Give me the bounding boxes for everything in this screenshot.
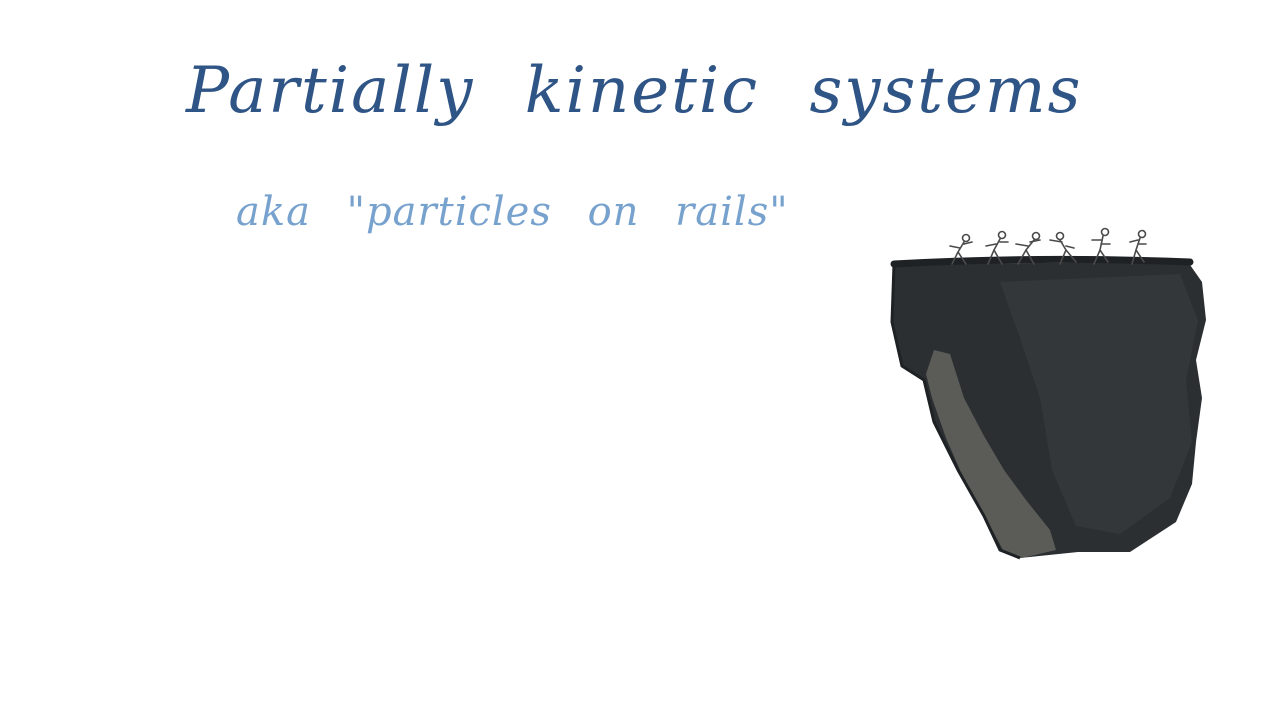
- cliff-shadow-band: [1000, 274, 1198, 534]
- stick-figure: [1015, 231, 1041, 265]
- cliff-illustration-icon: [890, 227, 1206, 560]
- slide-title: Partially kinetic systems: [186, 54, 1083, 128]
- stick-figure: [985, 230, 1009, 265]
- cliff-left-edge: [890, 263, 1021, 560]
- cliff-light-face: [926, 350, 1056, 558]
- slide-subtitle: aka "particles on rails": [236, 189, 789, 235]
- cliff-top-edge: [890, 255, 1194, 268]
- stick-figure: [949, 233, 973, 265]
- stick-figure: [1049, 231, 1077, 265]
- stick-figures: [949, 227, 1147, 265]
- stick-figure: [1091, 227, 1111, 265]
- stick-figure: [1129, 229, 1147, 265]
